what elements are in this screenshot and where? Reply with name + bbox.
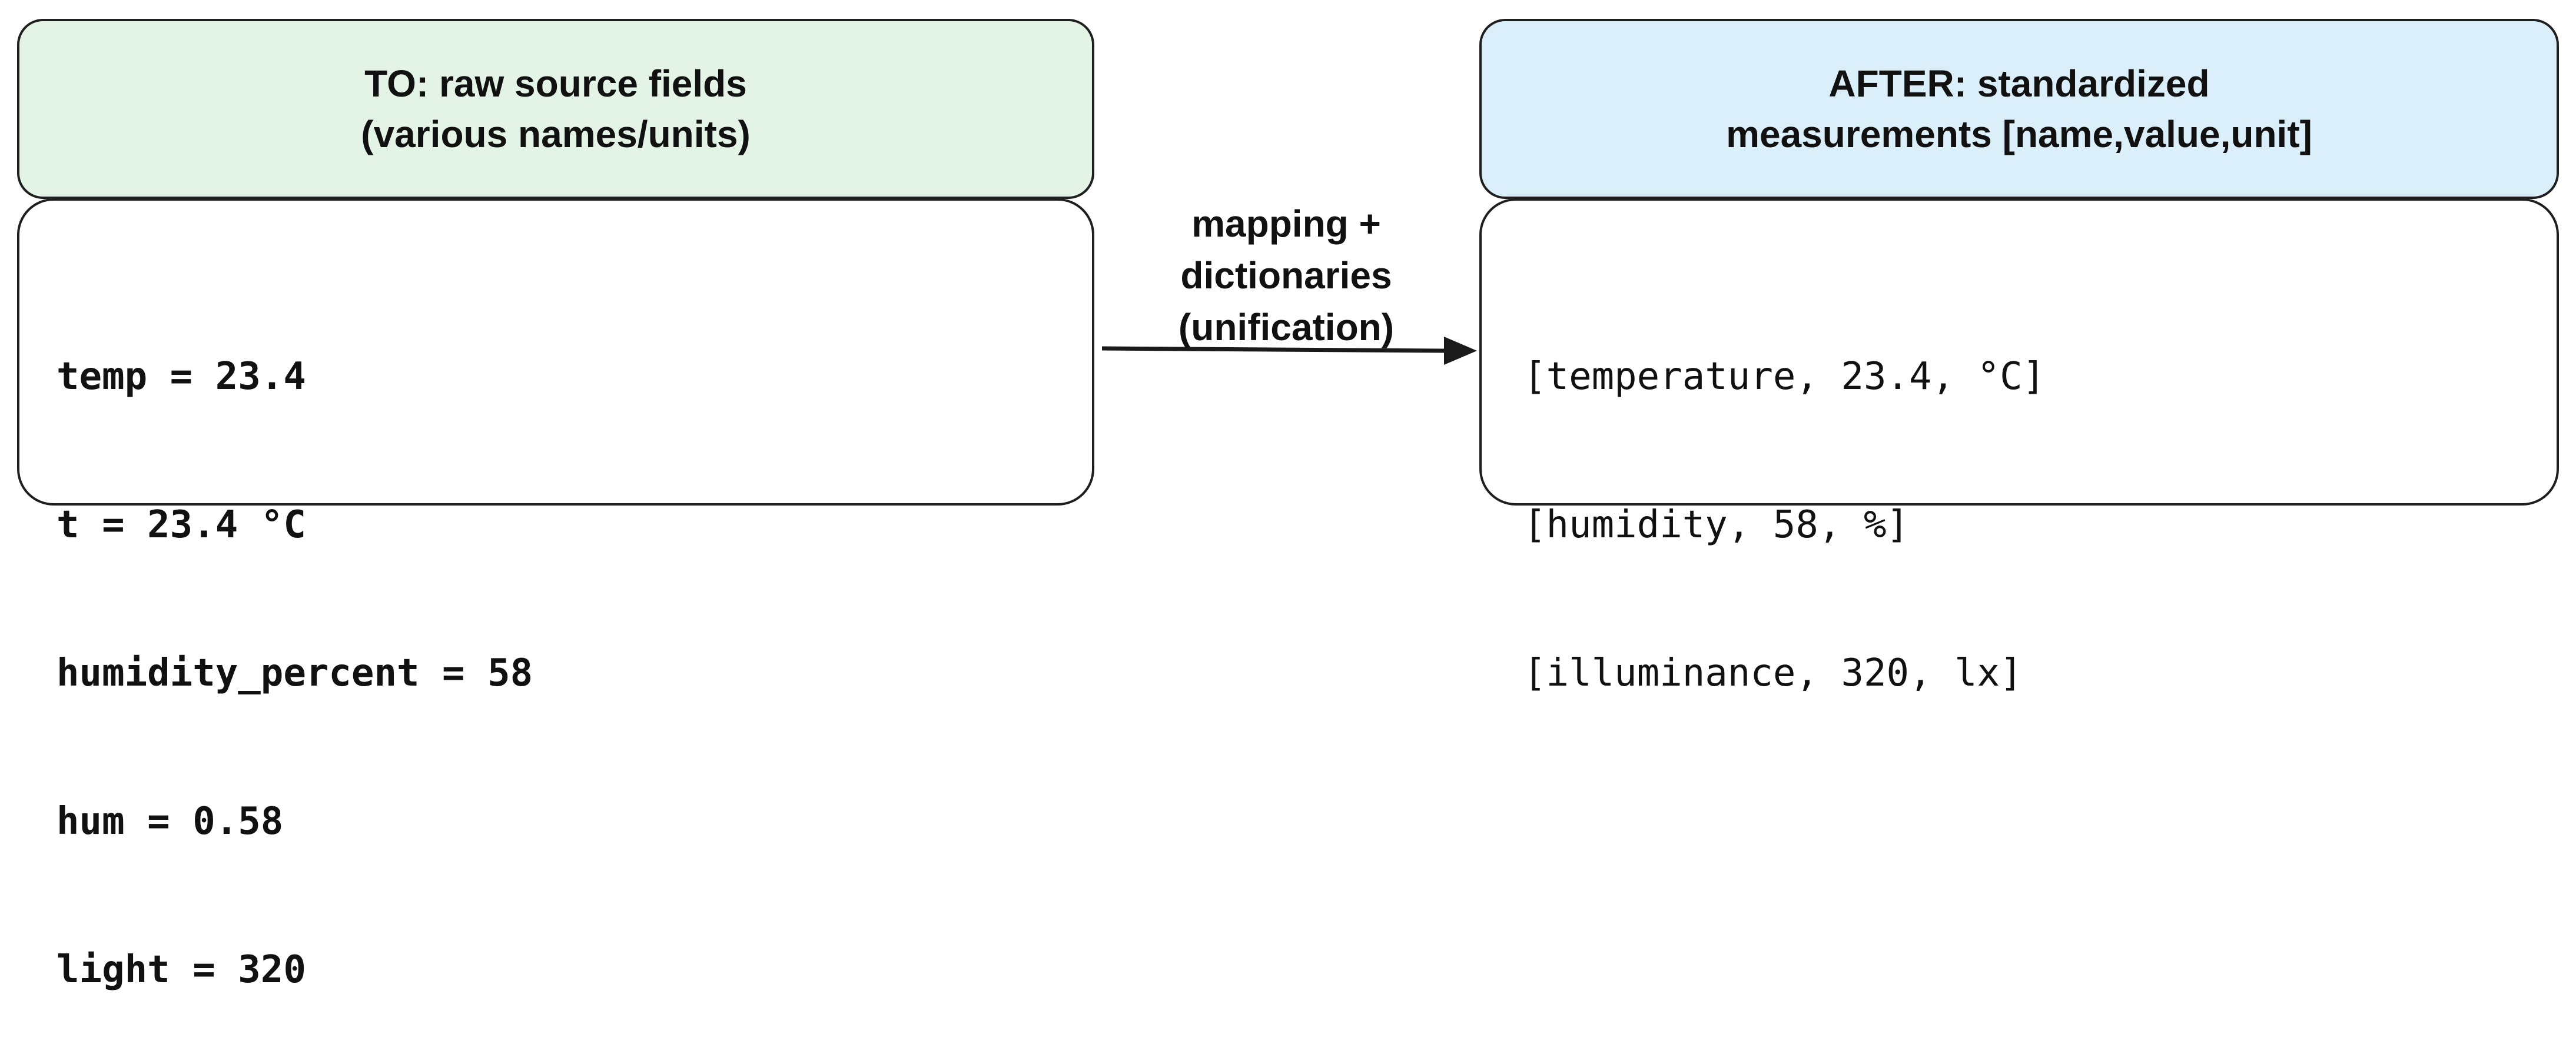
standardized-title-line2: measurements [name,value,unit] — [1726, 113, 2312, 155]
mapping-label-line2: dictionaries — [1180, 254, 1392, 297]
source-fields-body — [17, 198, 1094, 506]
source-field-line: light = 320 — [57, 948, 306, 992]
arrow-shaft — [1101, 346, 1445, 353]
mapping-label: mapping + dictionaries (unification) — [1107, 198, 1466, 353]
measurement-line: [illuminance, 320, lx] — [1523, 651, 2023, 695]
measurement-line: [temperature, 23.4, °C] — [1523, 355, 2046, 398]
standardized-measurements-header: AFTER: standardized measurements [name,v… — [1479, 19, 2559, 199]
source-field-line: t = 23.4 °C — [57, 503, 306, 547]
source-fields-header: TO: raw source fields (various names/uni… — [17, 19, 1094, 199]
arrow-head — [1444, 337, 1477, 365]
source-field-line: humidity_percent = 58 — [57, 651, 533, 695]
standardized-measurements-list: [temperature, 23.4, °C] [humidity, 58, %… — [1523, 253, 2045, 747]
mapping-arrow-icon — [1101, 337, 1477, 365]
source-fields-title-line1: TO: raw source fields — [364, 62, 747, 105]
mapping-label-line1: mapping + — [1191, 202, 1381, 245]
standardized-measurements-body — [1479, 198, 2559, 506]
source-field-line: temp = 23.4 — [57, 355, 306, 398]
mapping-label-line3: (unification) — [1178, 306, 1395, 348]
source-field-line: hum = 0.58 — [57, 800, 284, 843]
source-fields-list: temp = 23.4 t = 23.4 °C humidity_percent… — [57, 253, 533, 1044]
standardized-title-line1: AFTER: standardized — [1828, 62, 2210, 105]
measurement-line: [humidity, 58, %] — [1523, 503, 1910, 547]
source-fields-title-line2: (various names/units) — [361, 113, 751, 155]
